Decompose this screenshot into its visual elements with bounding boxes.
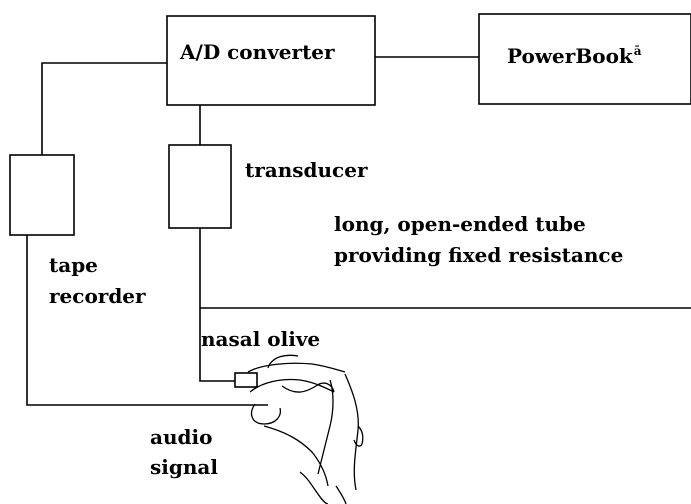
powerbook-text: PowerBook: [507, 44, 633, 68]
tape-recorder-box: [9, 154, 75, 236]
audio-label-line2: signal: [150, 455, 218, 479]
audio-text-1: audio: [150, 425, 213, 449]
transducer-box: [168, 144, 232, 229]
ad-converter-box: [166, 15, 376, 106]
tube-label-line1: long, open-ended tube: [334, 212, 586, 236]
powerbook-mark: ā: [633, 44, 642, 59]
ad-converter-text: A/D converter: [180, 40, 335, 64]
tube-label-line2: providing fixed resistance: [334, 243, 623, 267]
audio-label-line1: audio: [150, 425, 212, 449]
audio-signal-line: [26, 235, 268, 406]
nasal-olive-label: nasal olive: [201, 327, 320, 351]
tube-text-2: providing fixed resistance: [334, 243, 624, 267]
tape-label-line1: tape: [49, 253, 98, 277]
tape-label-line2: recorder: [49, 284, 146, 308]
tube-text-1: long, open-ended tube: [334, 212, 586, 236]
head-profile-sketch: [247, 354, 364, 504]
nasal-olive-text: nasal olive: [201, 327, 321, 351]
audio-text-2: signal: [150, 455, 218, 479]
transducer-text: transducer: [245, 158, 368, 182]
tube-line: [199, 228, 691, 309]
tape-to-ad-line: [41, 62, 167, 155]
powerbook-box: [478, 13, 691, 105]
tape-text-2: recorder: [49, 284, 146, 308]
nasal-olive-line: [199, 308, 235, 382]
powerbook-label: PowerBookā: [507, 44, 642, 68]
tape-text-1: tape: [49, 253, 98, 277]
ad-converter-label: A/D converter: [180, 40, 335, 64]
nasal-olive-tip: [234, 372, 258, 388]
transducer-label: transducer: [245, 158, 368, 182]
